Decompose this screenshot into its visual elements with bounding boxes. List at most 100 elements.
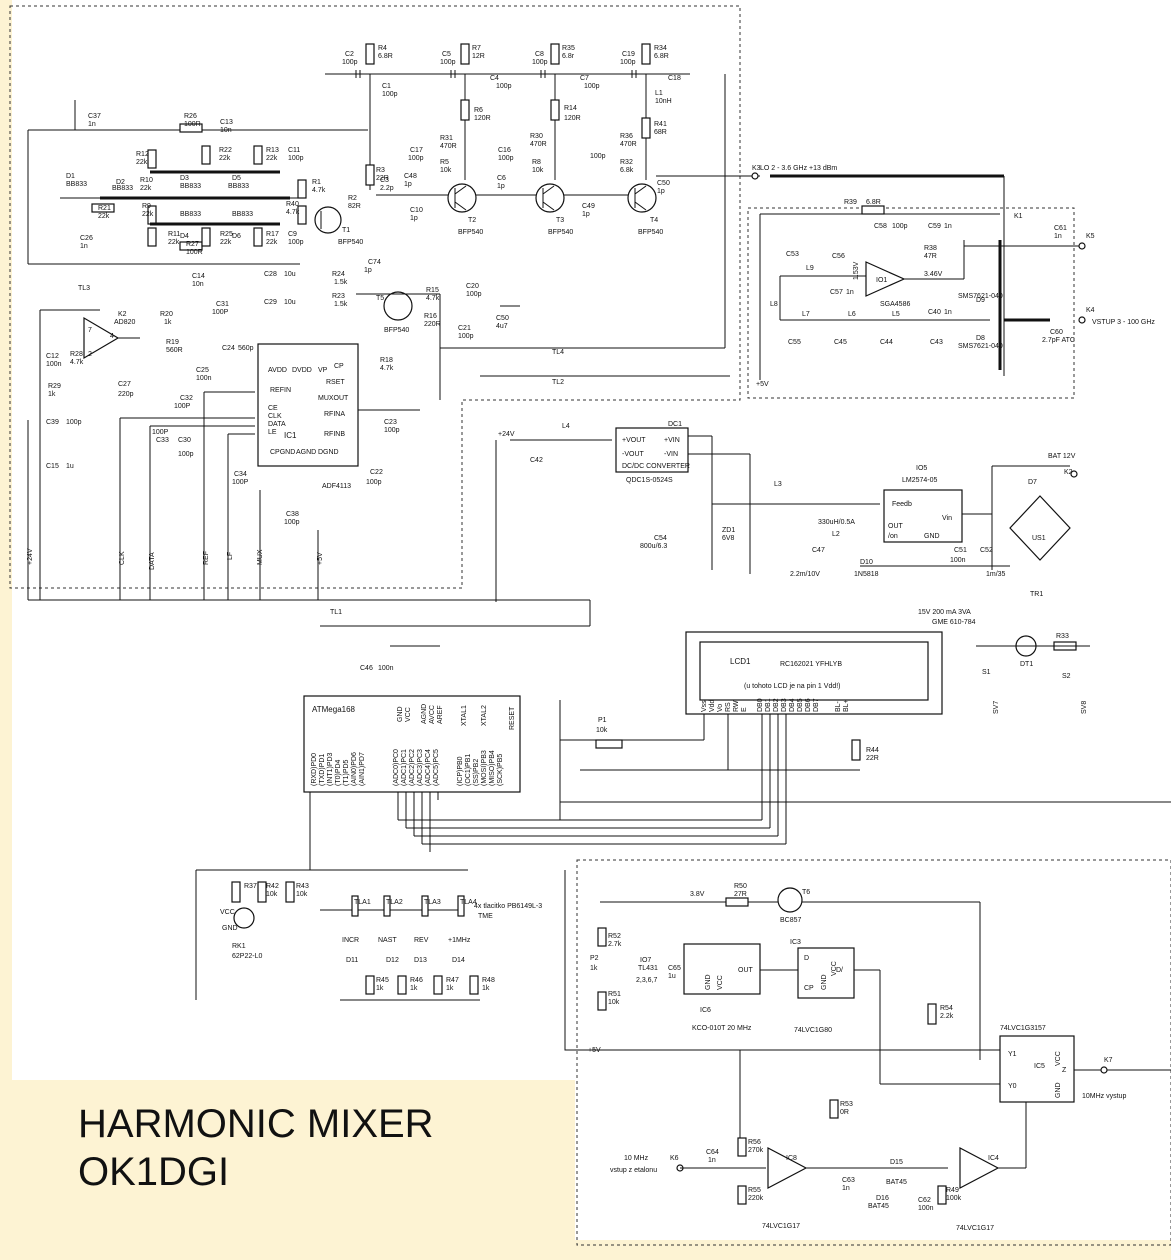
svg-text:GND: GND	[705, 974, 712, 990]
svg-text:C39: C39	[46, 419, 59, 426]
svg-text:TL4: TL4	[552, 349, 564, 356]
svg-text:(TXD)PD1: (TXD)PD1	[319, 754, 326, 786]
svg-text:(ADC4)PC4: (ADC4)PC4	[425, 749, 432, 786]
caption-author: OK1DGI	[78, 1150, 230, 1194]
svg-text:C33: C33	[156, 437, 169, 444]
mcu-label: ATMega168	[312, 705, 356, 714]
svg-text:R40: R40	[286, 201, 299, 208]
svg-text:R46: R46	[410, 977, 423, 984]
net-label-ref: REF	[203, 551, 210, 565]
svg-text:2: 2	[88, 351, 92, 358]
svg-text:DB3: DB3	[781, 698, 788, 712]
svg-text:Z: Z	[1062, 1067, 1067, 1074]
svg-text:R18: R18	[380, 357, 393, 364]
svg-text:IO7: IO7	[640, 957, 651, 964]
svg-text:560p: 560p	[238, 345, 254, 352]
connector-sv8-label: SV8	[1081, 701, 1088, 714]
caption-title: HARMONIC MIXER	[78, 1102, 434, 1146]
svg-text:100p: 100p	[620, 59, 636, 66]
svg-text:1n: 1n	[1054, 233, 1062, 240]
svg-text:T2: T2	[468, 217, 476, 224]
svg-text:22k: 22k	[98, 213, 110, 220]
svg-text:R53: R53	[840, 1101, 853, 1108]
svg-text:R56: R56	[748, 1139, 761, 1146]
svg-text:Vin: Vin	[942, 515, 952, 522]
svg-text:1n: 1n	[80, 243, 88, 250]
svg-text:D12: D12	[386, 957, 399, 964]
svg-text:(SCK)PB5: (SCK)PB5	[497, 754, 504, 786]
svg-text:R31: R31	[440, 135, 453, 142]
svg-text:12R: 12R	[472, 53, 485, 60]
varactor-row-upper	[91, 145, 307, 247]
svg-text:C23: C23	[384, 419, 397, 426]
svg-text:10u: 10u	[284, 299, 296, 306]
svg-text:C50: C50	[657, 180, 670, 187]
svg-text:D4: D4	[180, 233, 189, 240]
svg-text:C9: C9	[288, 231, 297, 238]
svg-text:100n: 100n	[46, 361, 62, 368]
svg-text:22k: 22k	[220, 239, 232, 246]
svg-text:RSET: RSET	[326, 379, 345, 386]
svg-text:R15: R15	[426, 287, 439, 294]
svg-text:22k: 22k	[219, 155, 231, 162]
svg-text:AREF: AREF	[437, 705, 444, 724]
svg-text:C27: C27	[118, 381, 131, 388]
svg-text:TLA2: TLA2	[386, 899, 403, 906]
svg-text:DVDD: DVDD	[292, 367, 312, 374]
svg-text:C12: C12	[46, 353, 59, 360]
svg-text:K6: K6	[670, 1155, 679, 1162]
svg-text:Feedb: Feedb	[892, 501, 912, 508]
svg-text:2.7pF ATC: 2.7pF ATC	[1042, 337, 1075, 344]
svg-text:22k: 22k	[136, 159, 148, 166]
svg-text:C49: C49	[582, 203, 595, 210]
svg-text:GND: GND	[821, 974, 828, 990]
svg-text:1p: 1p	[657, 188, 665, 195]
svg-text:D10: D10	[860, 559, 873, 566]
svg-text:100p: 100p	[178, 451, 194, 458]
rk1-gnd: GND	[222, 925, 238, 932]
svg-text:Vo: Vo	[717, 704, 724, 712]
svg-text:27R: 27R	[734, 891, 747, 898]
svg-text:1u: 1u	[668, 973, 676, 980]
svg-text:100p: 100p	[366, 479, 382, 486]
svg-text:120R: 120R	[564, 115, 581, 122]
svg-text:(ICP)PB0: (ICP)PB0	[457, 756, 464, 786]
svg-text:C58: C58	[874, 223, 887, 230]
svg-text:6.8R: 6.8R	[866, 199, 881, 206]
svg-text:100n: 100n	[918, 1205, 934, 1212]
keypad-vendor: TME	[478, 913, 493, 920]
svg-text:C37: C37	[88, 113, 101, 120]
svg-text:R23: R23	[332, 293, 345, 300]
svg-text:RS: RS	[725, 702, 732, 712]
svg-text:C32: C32	[180, 395, 193, 402]
svg-text:C6: C6	[497, 175, 506, 182]
svg-text:10n: 10n	[192, 281, 204, 288]
svg-text:D8: D8	[976, 335, 985, 342]
svg-text:R39: R39	[844, 199, 857, 206]
svg-text:DATA: DATA	[268, 421, 286, 428]
svg-text:R44: R44	[866, 747, 879, 754]
svg-text:C42: C42	[530, 457, 543, 464]
bridge-rectifier-us1: US1	[1009, 495, 1071, 561]
svg-text:D2: D2	[116, 179, 125, 186]
svg-text:AGND: AGND	[421, 704, 428, 724]
svg-text:K2: K2	[118, 311, 127, 318]
svg-text:R27: R27	[186, 241, 199, 248]
svg-text:100p: 100p	[408, 155, 424, 162]
svg-text:10k: 10k	[440, 167, 452, 174]
svg-text:2.2k: 2.2k	[940, 1013, 954, 1020]
svg-text:7: 7	[88, 327, 92, 334]
svg-text:D16: D16	[876, 1195, 889, 1202]
svg-text:74LVC1G17: 74LVC1G17	[956, 1225, 994, 1232]
svg-text:1k: 1k	[446, 985, 454, 992]
svg-text:E: E	[741, 707, 748, 712]
ref-supply-label: +5V	[588, 1047, 601, 1054]
svg-text:(AIN1)PD7: (AIN1)PD7	[359, 752, 366, 786]
svg-text:R17: R17	[266, 231, 279, 238]
svg-text:TLA1: TLA1	[354, 899, 371, 906]
svg-text:4.7k: 4.7k	[380, 365, 394, 372]
net-bus	[27, 391, 319, 600]
svg-text:D7: D7	[1028, 479, 1037, 486]
